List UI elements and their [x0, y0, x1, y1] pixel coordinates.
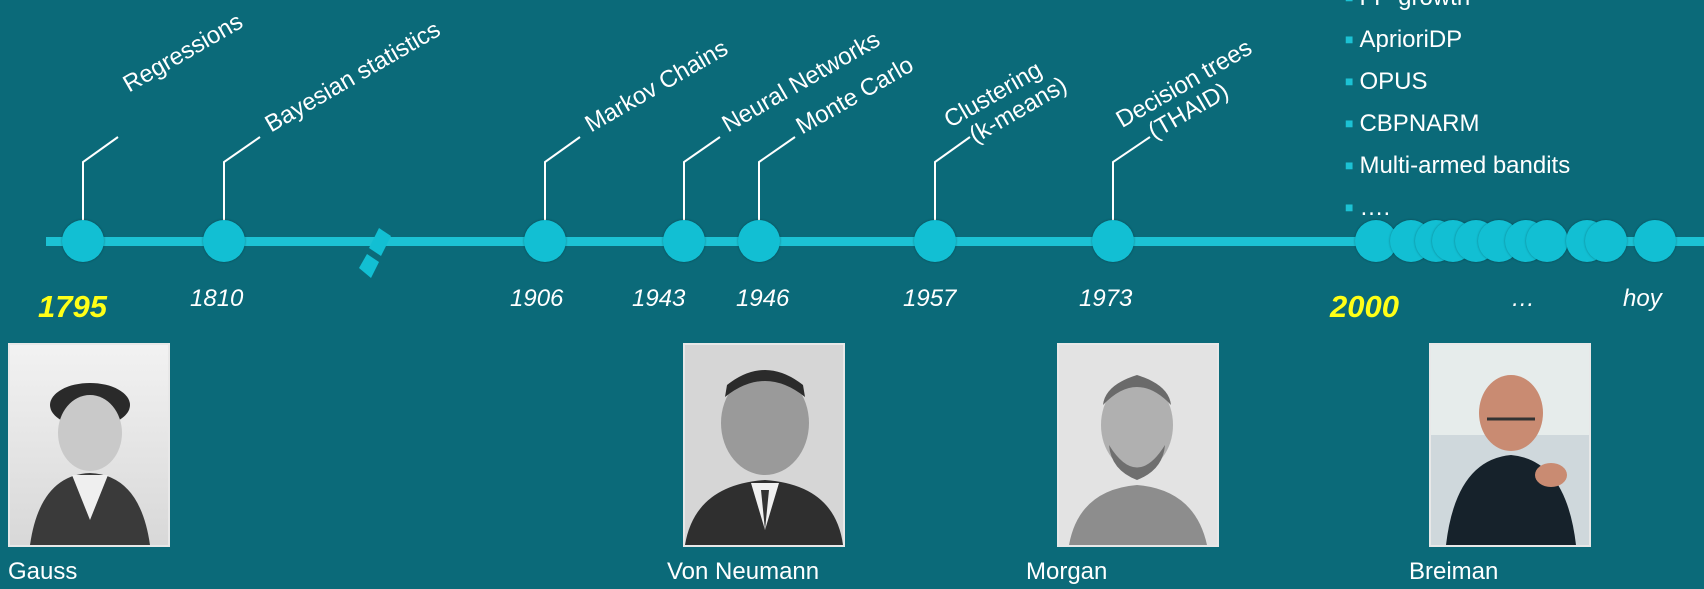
event-label-markov-chains: Markov Chains	[580, 34, 733, 139]
timeline-node	[1585, 220, 1627, 262]
portrait-image	[10, 345, 168, 545]
algorithm-list: ■ FP-growth ■ AprioriDP ■ OPUS ■ CBPNARM ■ Mu…	[1345, 0, 1570, 230]
bullet-icon: ■	[1345, 115, 1354, 131]
list-item: ■ CBPNARM	[1345, 104, 1570, 146]
list-item-label: Multi-armed bandits	[1359, 152, 1571, 179]
list-item: ■ FP-growth	[1345, 0, 1570, 20]
list-item: ■ AprioriDP	[1345, 20, 1570, 62]
event-label-clustering: Clustering (k-means)	[940, 50, 1072, 156]
bullet-icon: ■	[1345, 199, 1354, 215]
year-label-2000: 2000	[1330, 289, 1399, 324]
year-label-1810: 1810	[190, 285, 244, 312]
timeline-node	[1526, 220, 1568, 262]
year-label-1943: 1943	[632, 285, 686, 312]
timeline-node-1795	[62, 220, 104, 262]
list-item: ■ OPUS	[1345, 62, 1570, 104]
portrait-gauss	[8, 343, 170, 547]
timeline-node-1957	[914, 220, 956, 262]
timeline-node-1810	[203, 220, 245, 262]
portrait-image	[1059, 345, 1217, 545]
timeline-node-1946	[738, 220, 780, 262]
event-label-decision-trees: Decision trees (THAID)	[1112, 34, 1270, 156]
list-item-label: CBPNARM	[1359, 110, 1480, 137]
year-label-1795: 1795	[38, 289, 107, 324]
person-name-breiman: Breiman	[1409, 558, 1499, 585]
timeline-node-1943	[663, 220, 705, 262]
portrait-morgan	[1057, 343, 1219, 547]
list-item-label: ….	[1359, 194, 1391, 221]
portrait-breiman	[1429, 343, 1591, 547]
portrait-image	[685, 345, 843, 545]
timeline-node-1973	[1092, 220, 1134, 262]
bullet-icon: ■	[1345, 157, 1354, 173]
event-label-regressions: Regressions	[118, 7, 248, 98]
timeline-break-icon	[359, 228, 391, 278]
year-label-1946: 1946	[736, 285, 790, 312]
portrait-image	[1431, 345, 1589, 545]
year-label-1957: 1957	[903, 285, 957, 312]
bullet-icon: ■	[1345, 73, 1354, 89]
timeline-axis	[46, 237, 1704, 246]
year-label-hoy: hoy	[1623, 285, 1662, 312]
portrait-von-neumann	[683, 343, 845, 547]
list-item-label: FP-growth	[1359, 0, 1470, 11]
timeline-node-1906	[524, 220, 566, 262]
event-label-bayesian-statistics: Bayesian statistics	[260, 15, 445, 138]
list-item-label: OPUS	[1359, 68, 1428, 95]
year-label-1973: 1973	[1079, 285, 1133, 312]
bullet-icon: ■	[1345, 0, 1353, 5]
person-name-gauss: Gauss	[8, 558, 78, 585]
list-item-label: AprioriDP	[1359, 26, 1463, 53]
list-item: ■ ….	[1345, 188, 1570, 230]
year-label-ellipsis: …	[1511, 285, 1535, 312]
year-label-1906: 1906	[510, 285, 564, 312]
timeline-node	[1634, 220, 1676, 262]
bullet-icon: ■	[1345, 31, 1354, 47]
person-name-morgan: Morgan	[1026, 558, 1108, 585]
person-name-von-neumann: Von Neumann	[667, 558, 820, 585]
list-item: ■ Multi-armed bandits	[1345, 146, 1570, 188]
